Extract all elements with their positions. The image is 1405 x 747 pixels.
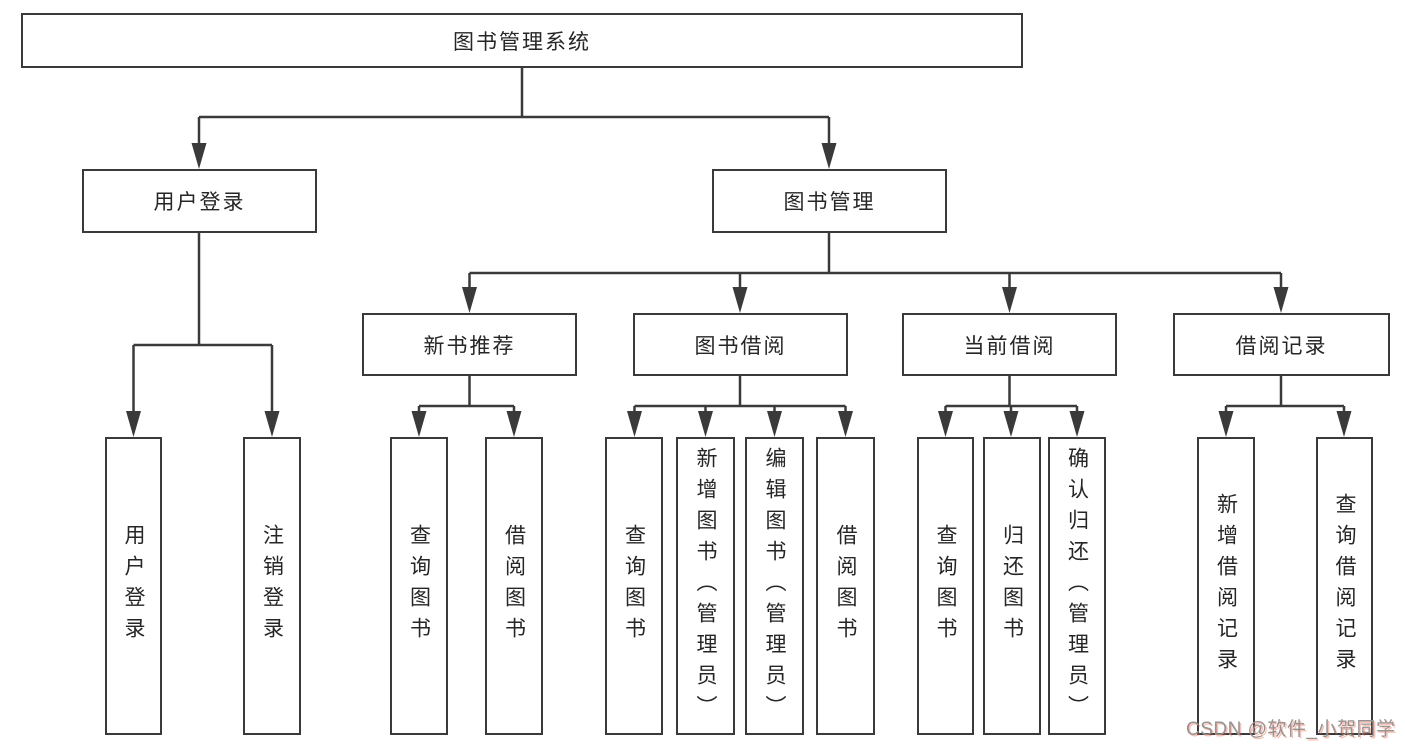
leaf-return-book: 归还图书 [983,437,1041,735]
node-label: 查询借阅记录 [1333,493,1356,679]
node-label: 确认归还（管理员） [1065,446,1089,726]
node-label: 归还图书 [1000,524,1024,648]
node-label: 新增图书（管理员） [694,446,717,726]
node-label: 用户登录 [122,524,145,648]
leaf-add-borrow-record: 新增借阅记录 [1197,437,1255,735]
node-book-management: 图书管理 [712,169,947,233]
leaf-query-books-recommend: 查询图书 [390,437,448,735]
node-label: 查询图书 [622,524,646,648]
node-label: 借阅图书 [834,524,857,648]
node-label: 编辑图书（管理员） [763,446,786,726]
node-label: 新书推荐 [423,334,516,358]
leaf-confirm-return-admin: 确认归还（管理员） [1048,437,1106,735]
csdn-watermark: CSDN @软件_小贺同学 [1186,719,1396,740]
node-label: 用户登录 [153,191,246,214]
node-label: 借阅记录 [1235,334,1328,358]
node-label: 当前借阅 [963,334,1056,358]
leaf-query-books-borrow: 查询图书 [605,437,663,735]
node-label: 图书管理 [783,191,876,214]
node-book-borrow: 图书借阅 [633,313,848,376]
leaf-user-login: 用户登录 [105,437,162,735]
leaf-query-books-current: 查询图书 [917,437,974,735]
leaf-query-borrow-record: 查询借阅记录 [1316,437,1373,735]
node-label: 借阅图书 [502,524,526,648]
node-user-login: 用户登录 [82,169,317,233]
node-label: 查询图书 [934,524,957,648]
node-label: 图书借阅 [694,334,787,358]
node-library-management-system: 图书管理系统 [21,13,1023,68]
leaf-add-book-admin: 新增图书（管理员） [676,437,735,735]
leaf-borrow-books: 借阅图书 [816,437,875,735]
leaf-edit-book-admin: 编辑图书（管理员） [745,437,804,735]
node-label: 注销登录 [260,524,284,648]
node-label: 查询图书 [407,524,431,648]
leaf-logout: 注销登录 [243,437,301,735]
node-label: 新增借阅记录 [1214,493,1238,679]
node-new-book-recommend: 新书推荐 [362,313,577,376]
node-borrow-records: 借阅记录 [1173,313,1390,376]
node-current-borrow: 当前借阅 [902,313,1117,376]
node-label: 图书管理系统 [453,30,591,54]
leaf-borrow-books-recommend: 借阅图书 [485,437,543,735]
